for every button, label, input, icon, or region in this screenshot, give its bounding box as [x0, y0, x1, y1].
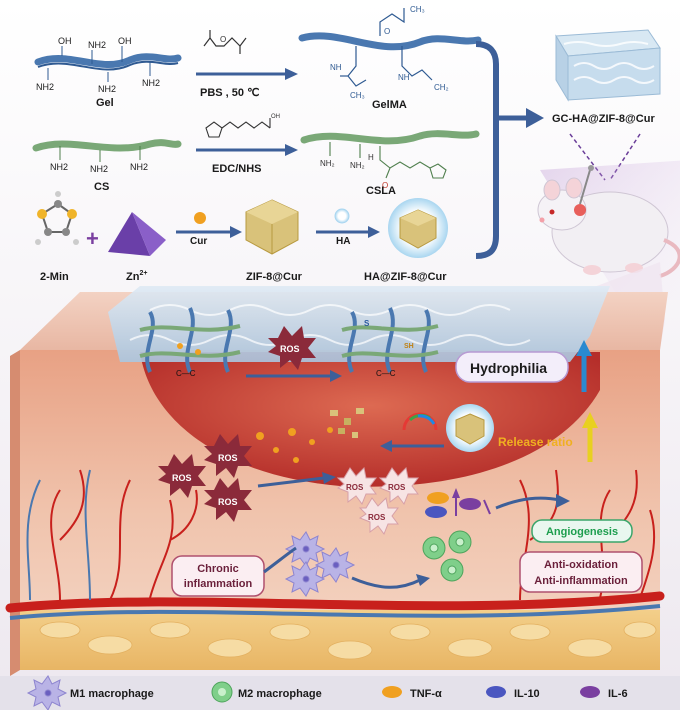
sh-label: SH	[404, 343, 414, 350]
ros-dark-3: ROS	[218, 497, 238, 507]
ros-dark-1: ROS	[218, 453, 238, 463]
gel-group-6: NH2	[142, 78, 160, 88]
angiogenesis-label: Angiogenesis	[546, 526, 618, 538]
hydrophilia-label: Hydrophilia	[470, 360, 547, 376]
gel-label: Gel	[96, 97, 114, 109]
csla-label: CSLA	[366, 185, 396, 197]
legend-tnf: TNF-α	[410, 688, 442, 700]
svg-text:H: H	[368, 153, 374, 162]
ha-icon	[335, 209, 349, 223]
chronic-line1: Chronic	[197, 563, 239, 575]
il10-icon	[486, 686, 506, 698]
svg-text:NH₂: NH₂	[320, 159, 335, 168]
bond-cc-left: C—C	[176, 369, 196, 378]
svg-text:O: O	[220, 35, 226, 44]
cs-label: CS	[94, 181, 109, 193]
cs-group-1: NH2	[50, 162, 68, 172]
gel-group-1: OH	[58, 36, 72, 46]
hydrogel-layer	[108, 286, 610, 362]
anti-oxidation-label: Anti-oxidation	[544, 559, 618, 571]
legend-il10: IL-10	[514, 688, 540, 700]
curcumin-icon	[194, 212, 206, 224]
ha-zif-label: HA@ZIF-8@Cur	[364, 271, 447, 283]
nanoparticle-in-wound-icon	[446, 404, 494, 452]
gel-group-3: OH	[118, 36, 132, 46]
legend-il6: IL-6	[608, 688, 628, 700]
svg-text:NH₂: NH₂	[350, 161, 365, 170]
hydrogel-block-icon	[556, 30, 660, 100]
release-ratio-label: Release ratio	[498, 435, 573, 449]
plus-sign: +	[86, 226, 99, 251]
svg-text:CH₃: CH₃	[350, 91, 365, 100]
cs-group-2: NH2	[90, 164, 108, 174]
legend-m1: M1 macrophage	[70, 688, 154, 700]
gel-group-2: NH2	[88, 40, 106, 50]
step1-condition: PBS , 50 ℃	[200, 87, 259, 99]
product-label: GC-HA@ZIF-8@Cur	[552, 113, 655, 125]
il6-icon	[580, 686, 600, 698]
gelma-label: GelMA	[372, 99, 407, 111]
m2-macrophage-icon	[212, 682, 232, 702]
s-label: S	[364, 319, 370, 328]
ros-top-label: ROS	[280, 344, 300, 354]
gel-group-5: NH2	[98, 84, 116, 94]
ros-light-3: ROS	[368, 513, 386, 522]
svg-text:O: O	[384, 27, 390, 36]
zif-label: ZIF-8@Cur	[246, 271, 303, 283]
svg-text:NH: NH	[330, 63, 342, 72]
cs-group-3: NH2	[130, 162, 148, 172]
ros-dark-2: ROS	[172, 473, 192, 483]
step2-condition: EDC/NHS	[212, 163, 262, 175]
ros-light-2: ROS	[388, 483, 406, 492]
gel-group-4: NH2	[36, 82, 54, 92]
ha-zif8-nanoparticle-icon	[388, 198, 448, 258]
cur-label: Cur	[190, 236, 207, 247]
chronic-inflammation-badge	[172, 556, 264, 596]
min-label: 2-Min	[40, 271, 69, 283]
chronic-line2: inflammation	[184, 578, 253, 590]
svg-text:CH₂: CH₂	[434, 83, 449, 92]
bond-cc-right: C—C	[376, 369, 396, 378]
svg-text:NH: NH	[398, 73, 410, 82]
svg-text:CH₃: CH₃	[410, 5, 425, 14]
legend-m2: M2 macrophage	[238, 688, 322, 700]
ros-light-1: ROS	[346, 483, 364, 492]
ha-label: HA	[336, 236, 350, 247]
svg-text:OH: OH	[271, 114, 280, 120]
anti-inflammation-label: Anti-inflammation	[534, 575, 628, 587]
tnf-alpha-icon	[382, 686, 402, 698]
